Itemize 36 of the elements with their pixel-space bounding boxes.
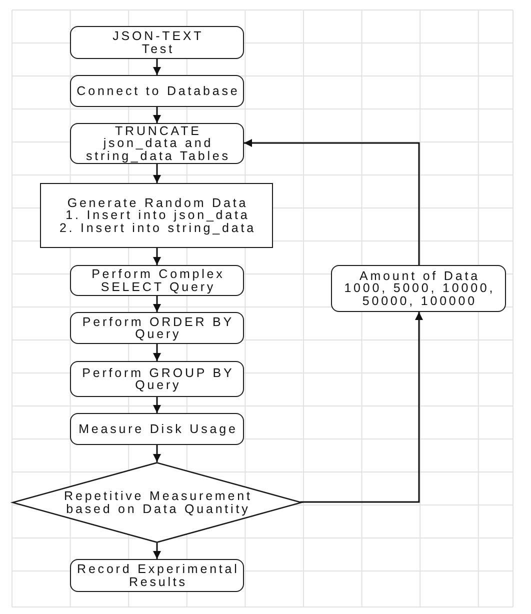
process-box [70,26,244,59]
process-box [70,123,244,164]
arrow [153,59,161,75]
box-heading: Generate Random Data [66,196,248,210]
box-label: Perform ORDER BY Query [81,316,235,340]
process-box [70,265,244,296]
box-label: Perform GROUP BY Query [81,366,236,392]
process-box [70,361,244,397]
arrow [153,344,161,361]
box-label: TRUNCATE json_data and string_data Tables [84,124,232,162]
process-box [70,75,244,107]
decision-diamond [12,462,302,543]
arrow [153,543,161,559]
box-label: Perform Complex SELECT Query [90,268,226,293]
box-label: Record Experimental Results [76,563,240,588]
arrow [153,164,161,183]
box-text: 2. Insert into string_data [58,222,256,234]
arrow [153,397,161,413]
box-text: 1. Insert into json_data [64,209,250,222]
box-label: Measure Disk Usage [78,422,238,436]
arrow [153,248,161,265]
box-heading: Amount of Data [358,270,480,282]
decision-label: Repetitive Measurement based on Data Quantity [63,490,254,515]
process-box [70,559,244,592]
box-label: JSON-TEXT Test [112,30,205,55]
box-label: Connect to Database [76,84,240,98]
process-box [331,265,506,312]
arrow [244,139,420,265]
arrow [153,445,161,462]
process-box [70,312,244,344]
process-box [40,183,273,248]
process-box [70,413,244,445]
arrow [153,107,161,123]
arrow [300,312,423,503]
arrow [153,296,161,312]
box-text: 1000, 5000, 10000, 50000, 100000 [343,282,496,308]
